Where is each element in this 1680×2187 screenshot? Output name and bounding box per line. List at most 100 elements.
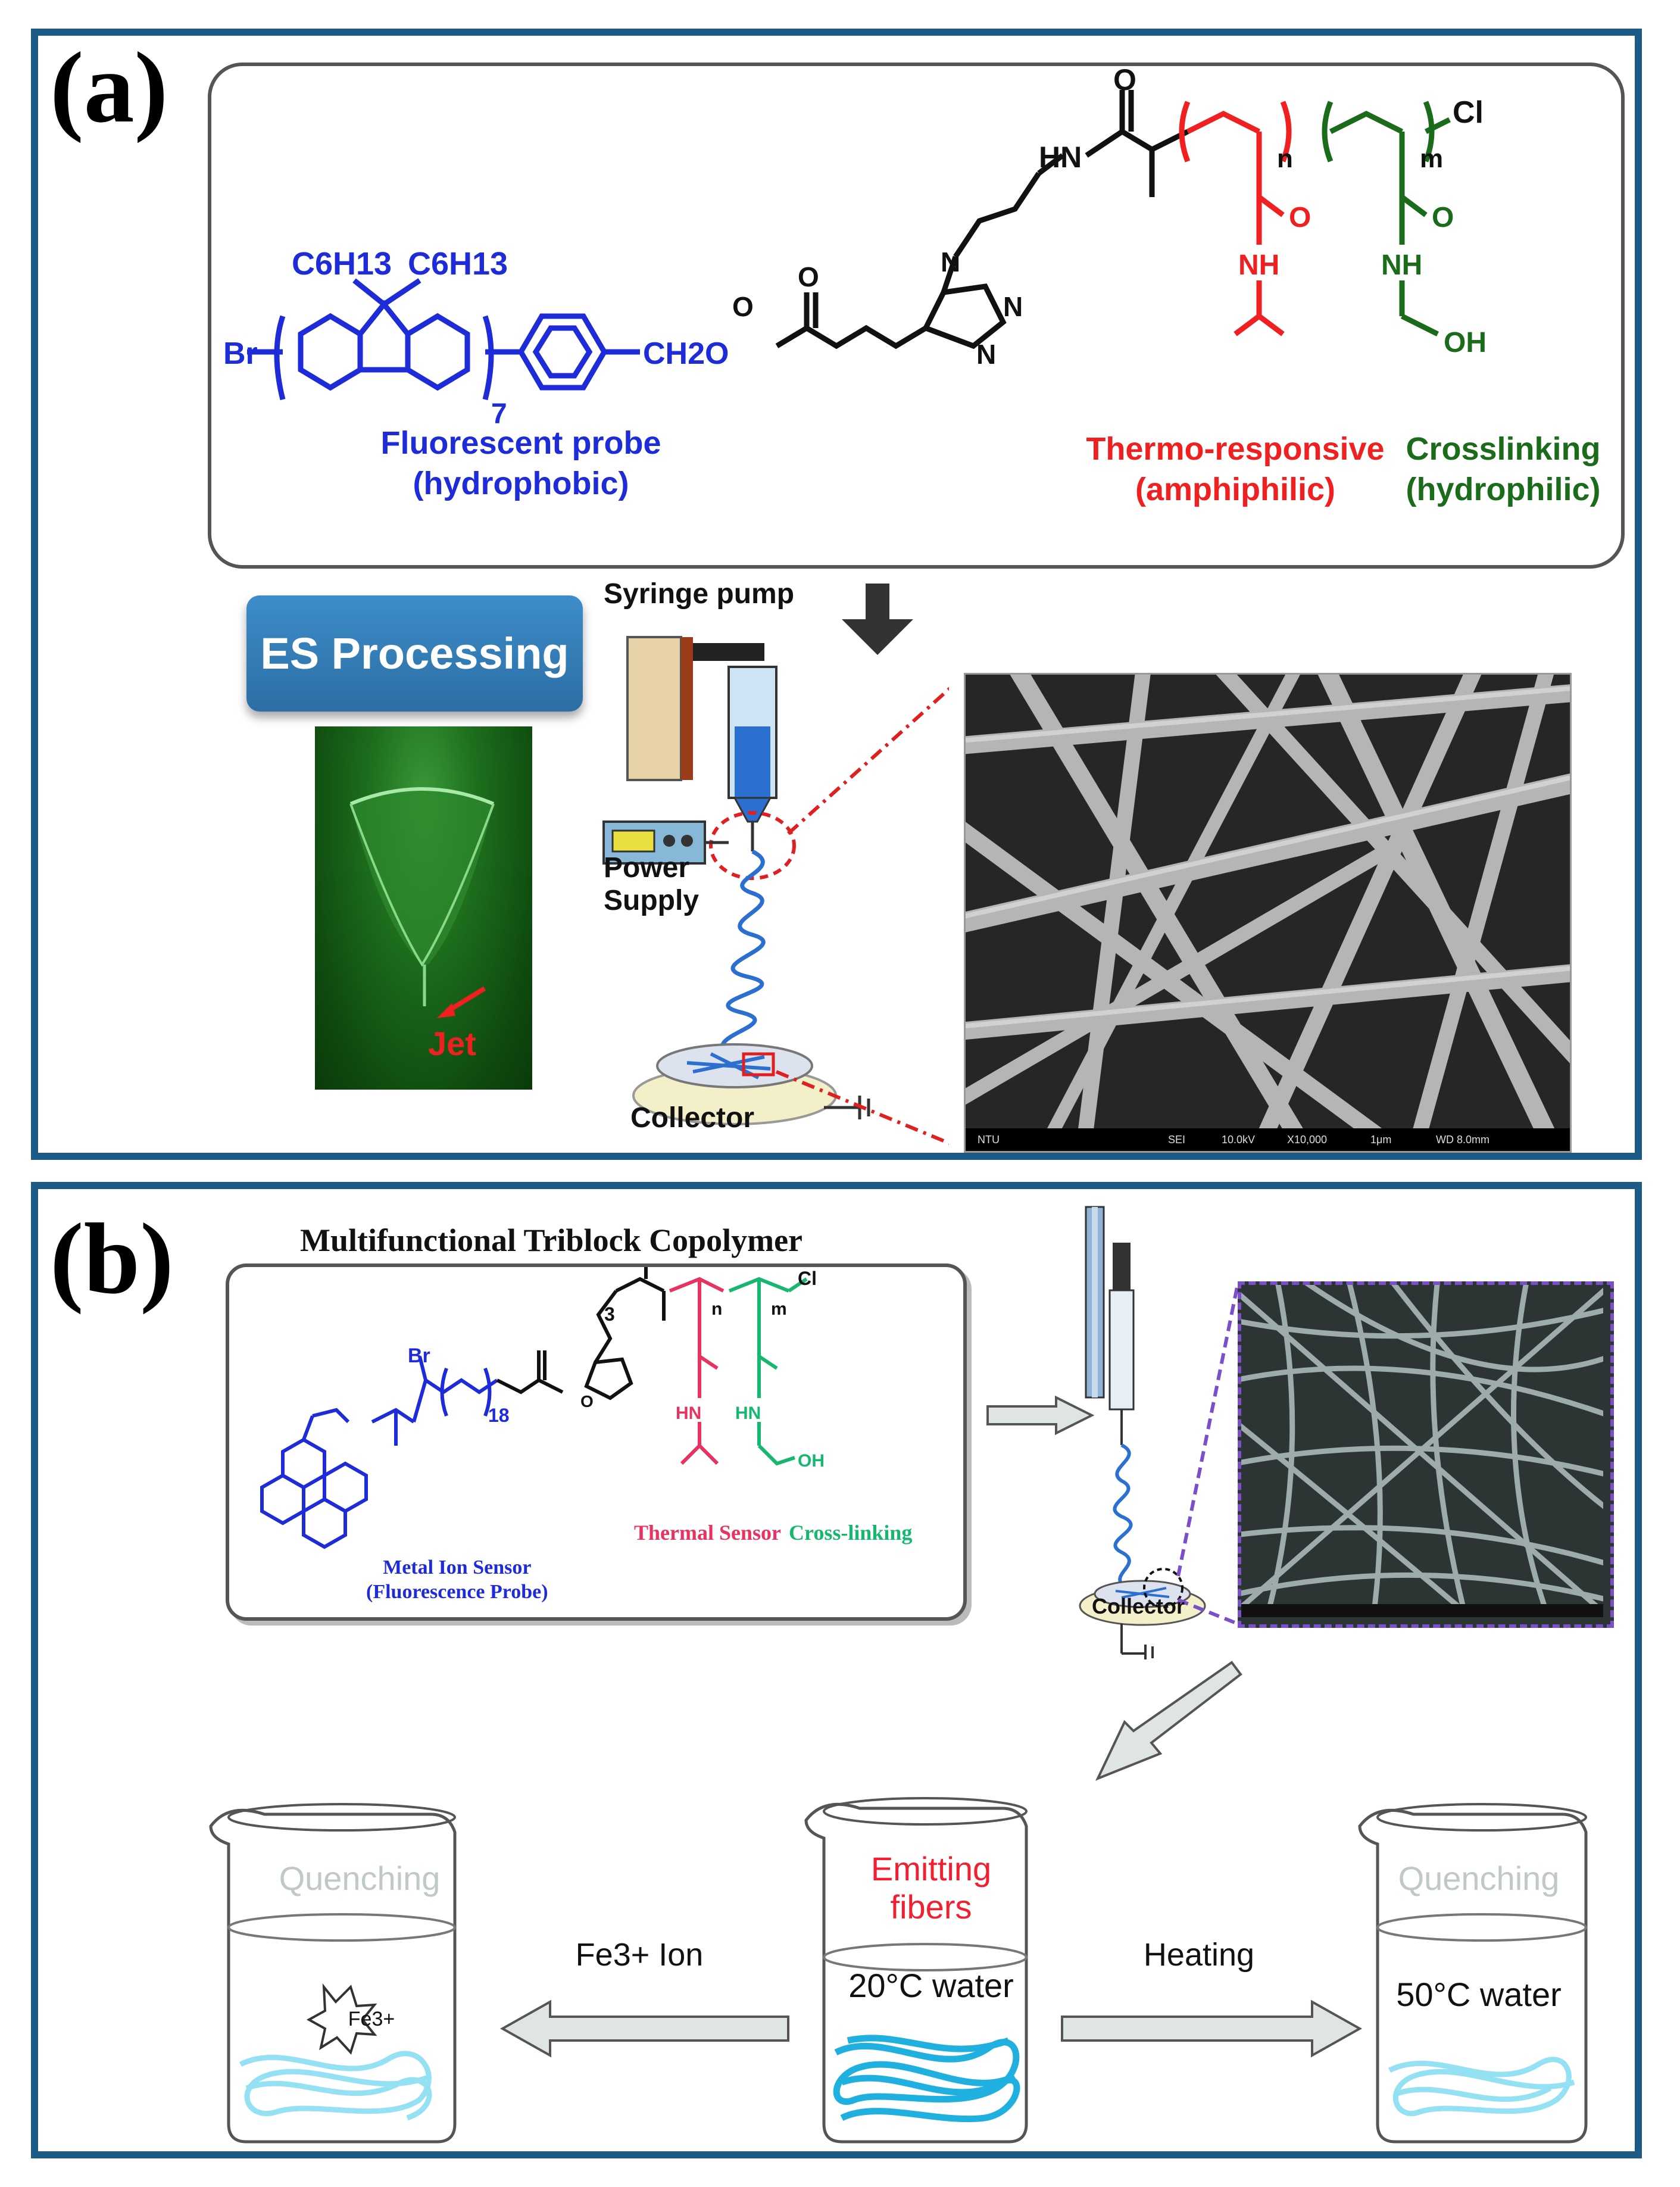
metal-label-2: (Fluorescence Probe)	[366, 1580, 548, 1603]
thermo-label: Thermo-responsive (amphiphilic)	[1081, 429, 1390, 510]
panel-label-a: (a)	[50, 32, 168, 143]
left-quenching: Quenching	[279, 1860, 441, 1897]
water-20c-label: 20°C water	[848, 1967, 1014, 2004]
power-label-1: Power	[604, 852, 690, 884]
taylor-cone-svg	[349, 787, 495, 1018]
arrow-right-heating	[1061, 1999, 1363, 2058]
beakers-svg	[209, 1797, 1588, 2144]
thermal-block-b	[669, 1277, 725, 1465]
triazole-n1: N	[941, 247, 960, 277]
oh-green-b: OH	[798, 1451, 825, 1471]
pyrene-unit	[260, 1356, 498, 1549]
br-label: Br	[223, 336, 258, 371]
beaker-right	[1358, 1803, 1588, 2144]
fe-ion-label: Fe3+	[348, 2008, 395, 2030]
sem-info-bar: NTU SEI 10.0kV X10,000 1μm WD 8.0mm	[966, 1128, 1570, 1151]
fluorene-unit	[247, 278, 640, 401]
crosslink-block-b	[728, 1277, 808, 1466]
panel-a: (a) Br C6H13 C6H13	[31, 29, 1642, 1160]
sem-bar-mag: X10,000	[1287, 1134, 1328, 1146]
triazole-n3: N	[976, 339, 996, 370]
cl-label-b: Cl	[798, 1268, 817, 1289]
taylor-cone-photo: Jet	[315, 726, 532, 1090]
crosslink-block	[1322, 101, 1451, 337]
emitting-fibers-label: Emitting fibers	[818, 1850, 1044, 1927]
sem-bar-wd: WD 8.0mm	[1436, 1134, 1489, 1146]
repeat-18: 18	[488, 1405, 510, 1426]
thermo-label-2: (amphiphilic)	[1135, 471, 1335, 507]
collector-label-b: Collector	[1092, 1594, 1185, 1618]
cl-label: Cl	[1453, 95, 1484, 130]
triblock-structure-box: Br 18 O 3	[226, 1263, 967, 1621]
probe-label: Fluorescent probe (hydrophobic)	[330, 423, 711, 504]
triazole-n2: N	[1003, 291, 1023, 322]
crosslink-label-2: (hydrophilic)	[1406, 471, 1601, 507]
hn-label: HN	[1039, 141, 1082, 174]
sem-micrograph-b	[1238, 1281, 1614, 1628]
nh-red: NH	[1238, 249, 1279, 281]
o-green: O	[1432, 202, 1454, 233]
beaker-left	[209, 1803, 457, 2144]
fe-ion-arrow-label: Fe3+ Ion	[575, 1937, 704, 1973]
arrow-to-beaker	[1095, 1661, 1242, 1781]
emitting-label-1: Emitting	[870, 1850, 992, 1888]
o-linker-b: O	[580, 1392, 594, 1411]
syringe-pump-label: Syringe pump	[604, 578, 795, 610]
repeat-3: 3	[604, 1303, 615, 1325]
crosslink-label-1: Crosslinking	[1406, 431, 1601, 467]
nh-red-b: HN	[676, 1403, 701, 1423]
panel-b: (b) Multifunctional Triblock Copolymer B…	[31, 1182, 1642, 2158]
power-label-2: Supply	[604, 885, 700, 917]
sem-fibers-a	[966, 675, 1570, 1128]
o-ester-2: O	[732, 291, 754, 322]
nipam-block	[1179, 101, 1292, 336]
emitting-label-2: fibers	[890, 1888, 972, 1926]
sem-fibers-b	[1241, 1285, 1603, 1617]
o-ester: O	[798, 261, 819, 292]
c6h13-right: C6H13	[408, 246, 508, 282]
thermo-label-1: Thermo-responsive	[1086, 431, 1385, 467]
probe-label-2: (hydrophobic)	[413, 465, 629, 501]
polymer-structure-box: Br C6H13 C6H13 7 CH2O	[208, 63, 1625, 569]
n-subscript-b: n	[711, 1299, 722, 1319]
linker-chain	[775, 90, 1189, 350]
triblock-title: Multifunctional Triblock Copolymer	[300, 1222, 803, 1258]
probe-label-1: Fluorescent probe	[380, 425, 661, 461]
ch2o-label: CH2O	[643, 336, 729, 371]
sem-bar-scale: 1μm	[1370, 1134, 1392, 1146]
power-supply-label: Power Supply	[604, 851, 699, 917]
electrospinning-setup-svg	[602, 584, 949, 1145]
br-label-b: Br	[408, 1344, 430, 1367]
thermal-sensor-label: Thermal Sensor	[634, 1521, 781, 1545]
m-subscript: m	[1420, 144, 1443, 173]
sem-bar-sei: SEI	[1168, 1134, 1186, 1146]
c6h13-left: C6H13	[292, 246, 392, 282]
oh-green: OH	[1444, 327, 1487, 358]
panel-label-b: (b)	[50, 1203, 174, 1315]
metal-label-1: Metal Ion Sensor	[383, 1556, 532, 1578]
nh-green-b: HN	[735, 1403, 761, 1423]
triblock-structure-svg: Br 18 O 3	[260, 1267, 825, 1549]
repeat-7: 7	[491, 398, 507, 430]
sem-micrograph-a: NTU SEI 10.0kV X10,000 1μm WD 8.0mm	[964, 673, 1572, 1153]
heating-arrow-label: Heating	[1143, 1937, 1255, 1973]
metal-ion-sensor-label: Metal Ion Sensor (Fluorescence Probe)	[366, 1556, 548, 1605]
m-subscript-b: m	[771, 1299, 787, 1319]
beaker-center	[804, 1797, 1028, 2144]
sem-bar-kv: 10.0kV	[1222, 1134, 1256, 1146]
n-subscript: n	[1277, 144, 1293, 173]
arrow-to-spinner	[986, 1395, 1095, 1436]
es-processing-button[interactable]: ES Processing	[246, 595, 583, 712]
crosslink-label: Crosslinking (hydrophilic)	[1390, 429, 1616, 510]
arrow-left-fe	[499, 1999, 789, 2058]
nh-green: NH	[1381, 249, 1422, 281]
water-50c-label: 50°C water	[1396, 1976, 1562, 2013]
sem-bar-ntu: NTU	[978, 1134, 1000, 1146]
o-top-label: O	[1113, 66, 1136, 96]
jet-label: Jet	[428, 1025, 476, 1062]
triblock-linker	[496, 1267, 666, 1400]
electrospinner-b	[1079, 1206, 1239, 1659]
o-red: O	[1289, 202, 1311, 233]
collector-label-a: Collector	[630, 1102, 755, 1134]
polymer-structure-svg: Br C6H13 C6H13 7 CH2O	[223, 66, 1487, 430]
